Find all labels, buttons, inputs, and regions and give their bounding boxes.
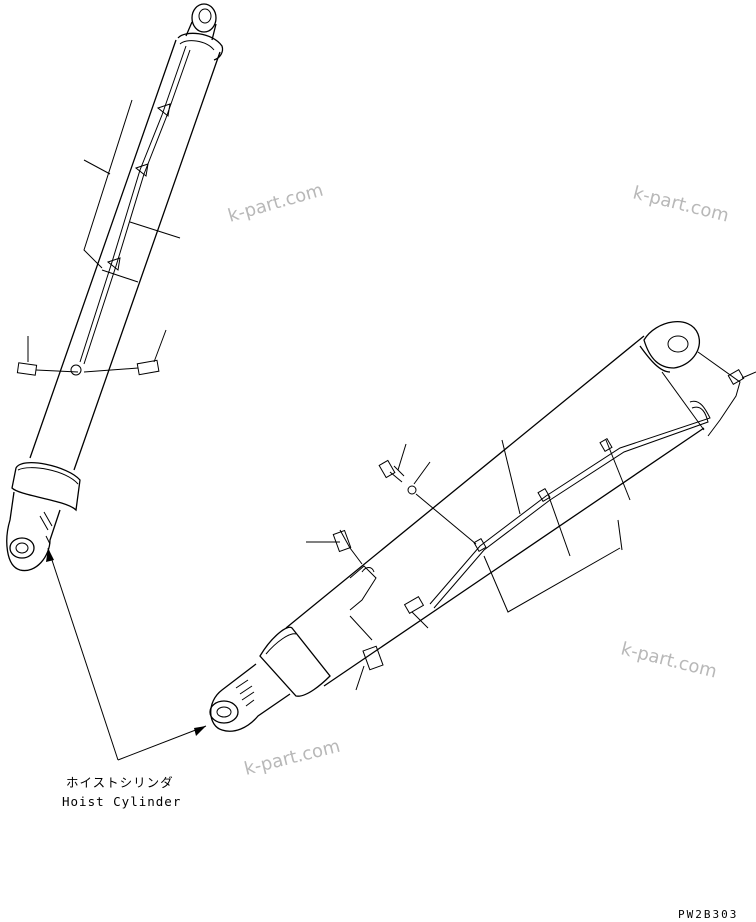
drawing-code: PW2B303	[678, 908, 738, 921]
bolt	[378, 443, 407, 483]
hoist-cylinder-lying	[209, 321, 756, 732]
watermark-4: k-part.com	[242, 736, 342, 780]
grease-fitting-left	[16, 336, 82, 376]
washer	[407, 461, 477, 545]
watermark-2: k-part.com	[631, 182, 731, 226]
part-label-japanese: ホイストシリンダ	[66, 775, 174, 790]
hoist-cylinder-upright	[6, 3, 224, 572]
label-leader-lines	[46, 547, 207, 761]
part-label-english: Hoist Cylinder	[62, 794, 181, 809]
watermark-3: k-part.com	[619, 638, 719, 682]
grease-fitting-right	[83, 329, 167, 376]
watermark-1: k-part.com	[226, 180, 326, 227]
